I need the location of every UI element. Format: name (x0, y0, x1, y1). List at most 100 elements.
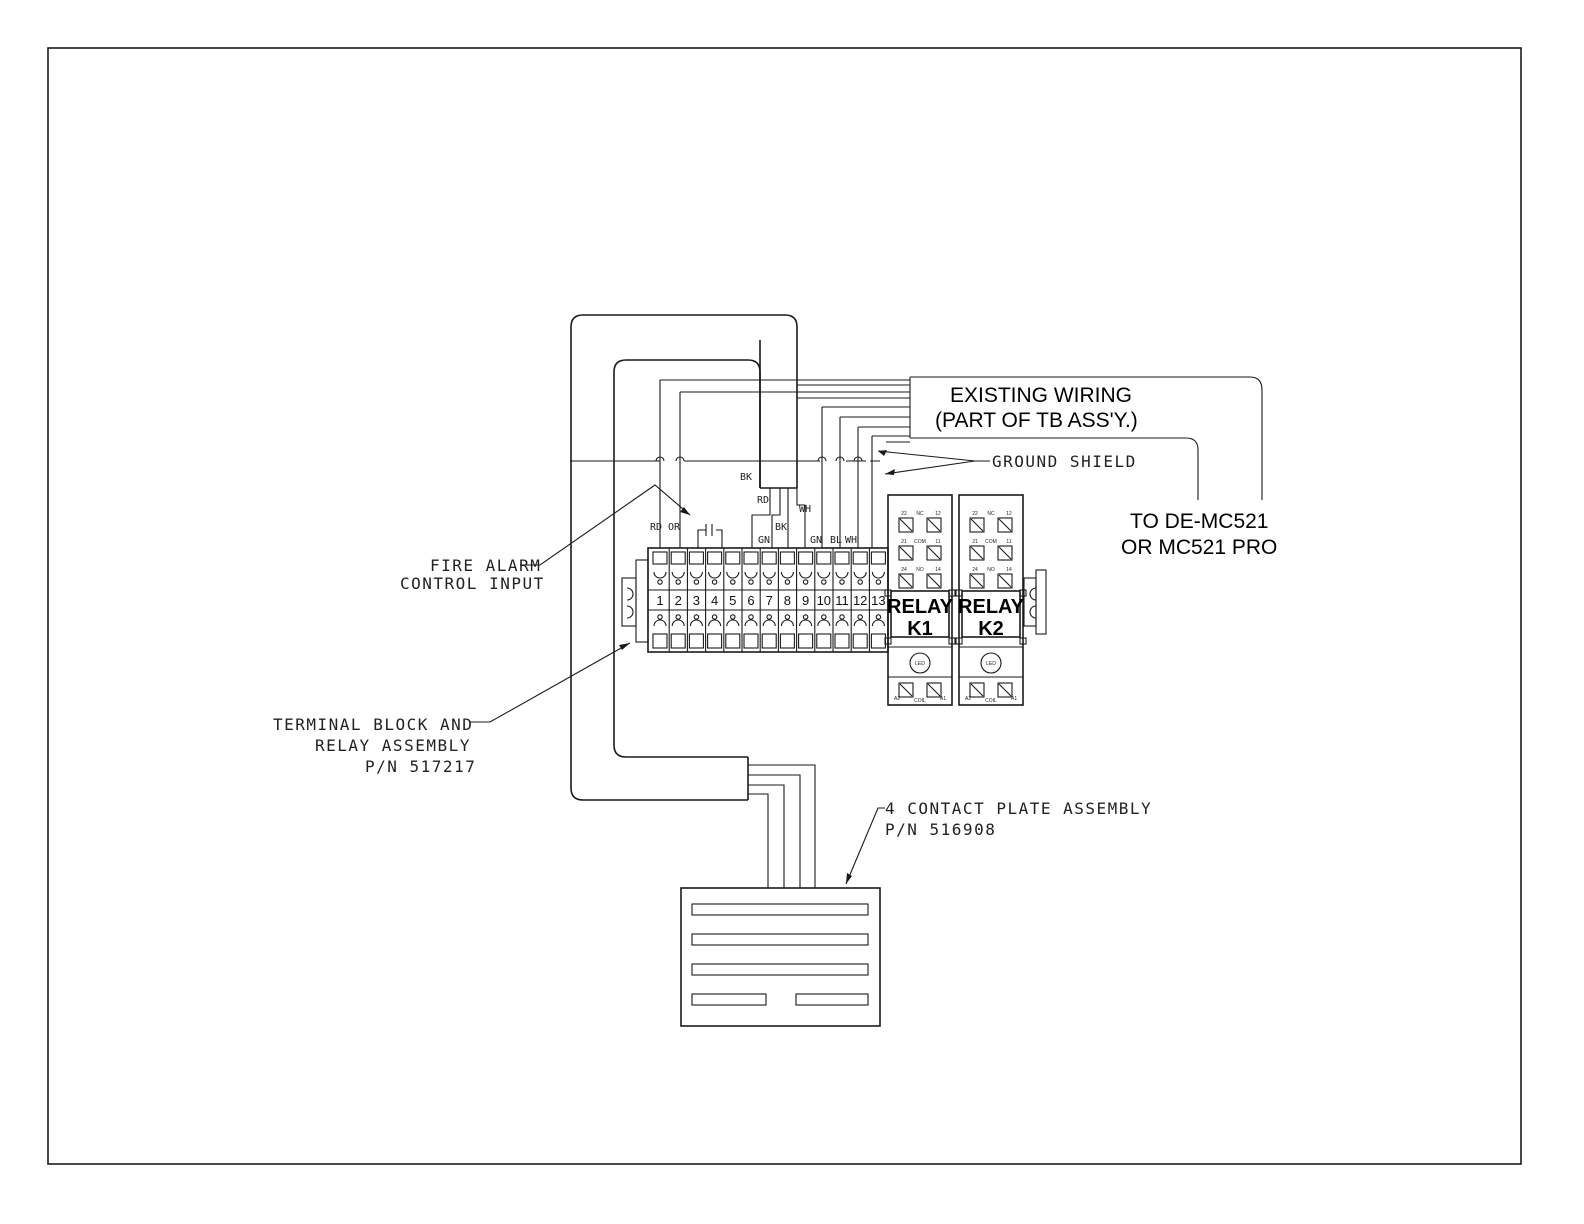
terminal-hole (711, 614, 718, 620)
relay-k2-id: K2 (978, 618, 1004, 640)
terminal-hole (711, 579, 718, 585)
terminal-clamp-top (852, 551, 868, 565)
terminal-clamp-bottom (779, 633, 795, 649)
terminal-screw-top (817, 571, 831, 579)
terminal-clamp-bottom (798, 633, 814, 649)
terminal-hole (802, 579, 809, 585)
terminal-hole (675, 579, 681, 585)
terminal-clamp-bottom (688, 633, 704, 649)
terminal-clamp-bottom (870, 633, 886, 649)
terminal-screw-bottom (726, 619, 740, 627)
terminal-clamp-bottom (816, 633, 832, 649)
relay-contact-label: 12 (935, 511, 941, 517)
to-de-sub: OR MC521 PRO (1121, 536, 1277, 559)
terminal-clamp-top (743, 551, 759, 565)
relay-screw-icon (969, 517, 985, 533)
contact-plate-wires (748, 764, 816, 888)
terminal-clamp-bottom (652, 633, 668, 649)
relay-contact-label: NO (916, 567, 924, 573)
terminal-clamp-top (707, 551, 723, 565)
relay-k2-label: RELAY (958, 596, 1025, 618)
inner-cable-left (613, 372, 748, 758)
svg-text:A2: A2 (894, 696, 900, 702)
terminal-clamp-bottom (743, 633, 759, 649)
terminal-hole (839, 614, 845, 620)
terminal-screw-bottom (817, 619, 831, 627)
relay-screw-icon (898, 573, 914, 589)
wire-wh-mid: WH (799, 504, 811, 515)
terminal-clamp-top (652, 551, 668, 565)
terminal-clamp-bottom (834, 633, 850, 649)
relay-contact-label: 24 (972, 567, 978, 573)
fire-alarm-sub: CONTROL INPUT (400, 574, 545, 593)
terminal-screw-top (726, 571, 740, 579)
wire-bk-mid: BK (775, 522, 787, 533)
terminal-number: 6 (747, 593, 754, 608)
terminal-block-leader (470, 642, 631, 723)
outer-cable-top (570, 314, 798, 488)
svg-text:COIL: COIL (985, 698, 997, 704)
coil-screw-icon (969, 682, 985, 698)
terminal-clamp-bottom (707, 633, 723, 649)
terminal-number: 8 (784, 593, 791, 608)
relay-contact-label: COM (914, 539, 926, 545)
terminal-number: 3 (693, 593, 700, 608)
relay-screw-icon (898, 545, 914, 561)
terminal-screw-bottom (671, 619, 685, 627)
terminal-screw-bottom (744, 619, 758, 627)
relay-k1: RELAY K1 LED COIL A2 A1 (887, 494, 954, 706)
terminal-clamp-top (761, 551, 777, 565)
fire-alarm-label: FIRE ALARM (430, 556, 541, 575)
contact-plate-label: 4 CONTACT PLATE ASSEMBLY (885, 799, 1152, 818)
terminal-number: 1 (656, 593, 663, 608)
existing-wiring-frame (909, 376, 1263, 500)
terminal-hole (784, 579, 791, 585)
svg-text:A1: A1 (940, 696, 946, 702)
terminal-number: 13 (871, 593, 885, 608)
outer-cable-left (570, 327, 748, 801)
relay-screw-icon (898, 517, 914, 533)
terminal-number: 10 (817, 593, 831, 608)
terminal-number: 5 (729, 593, 736, 608)
drawing-border (47, 47, 1522, 1165)
terminal-hole (839, 579, 845, 585)
wire-bl: BL (830, 535, 842, 546)
contact-plate-leader (845, 807, 885, 885)
relay-k1-label: RELAY (887, 596, 954, 618)
cable-wires (751, 488, 806, 548)
relay-k2: RELAY K2 LED COIL A2 A1 (958, 494, 1025, 706)
terminal-clamp-top (670, 551, 686, 565)
terminal-screw-bottom (653, 619, 667, 627)
relay-contact-label: 14 (935, 567, 941, 573)
relay-contact-label: NC (987, 511, 995, 517)
terminal-hole (657, 614, 663, 620)
terminal-hole (875, 614, 882, 620)
terminal-hole (766, 614, 772, 620)
coil-screw-icon (926, 682, 942, 698)
terminal-hole (693, 579, 700, 585)
relay-screw-icon (926, 573, 942, 589)
terminal-number: 4 (711, 593, 718, 608)
terminal-clamp-top (688, 551, 704, 565)
terminal-screw-bottom (762, 619, 776, 627)
wire-bk-top: BK (740, 472, 752, 483)
svg-text:COIL: COIL (914, 698, 926, 704)
relay-contact-label: 24 (901, 567, 907, 573)
terminal-clamp-top (798, 551, 814, 565)
coil-screw-icon (898, 682, 914, 698)
terminal-hole (821, 614, 827, 620)
terminal-number: 7 (766, 593, 773, 608)
terminal-hole (802, 614, 809, 620)
wire-or-left: OR (668, 522, 681, 533)
terminal-hole (730, 579, 736, 585)
jumper-symbol (697, 524, 723, 548)
terminal-block-label: TERMINAL BLOCK AND (273, 715, 473, 734)
terminal-hole (675, 614, 681, 620)
fire-alarm-leader (520, 484, 691, 566)
terminal-clamp-top (725, 551, 741, 565)
terminal-screw-top (853, 571, 867, 579)
relay-contact-label: 14 (1006, 567, 1012, 573)
ground-shield-leader (877, 450, 990, 475)
